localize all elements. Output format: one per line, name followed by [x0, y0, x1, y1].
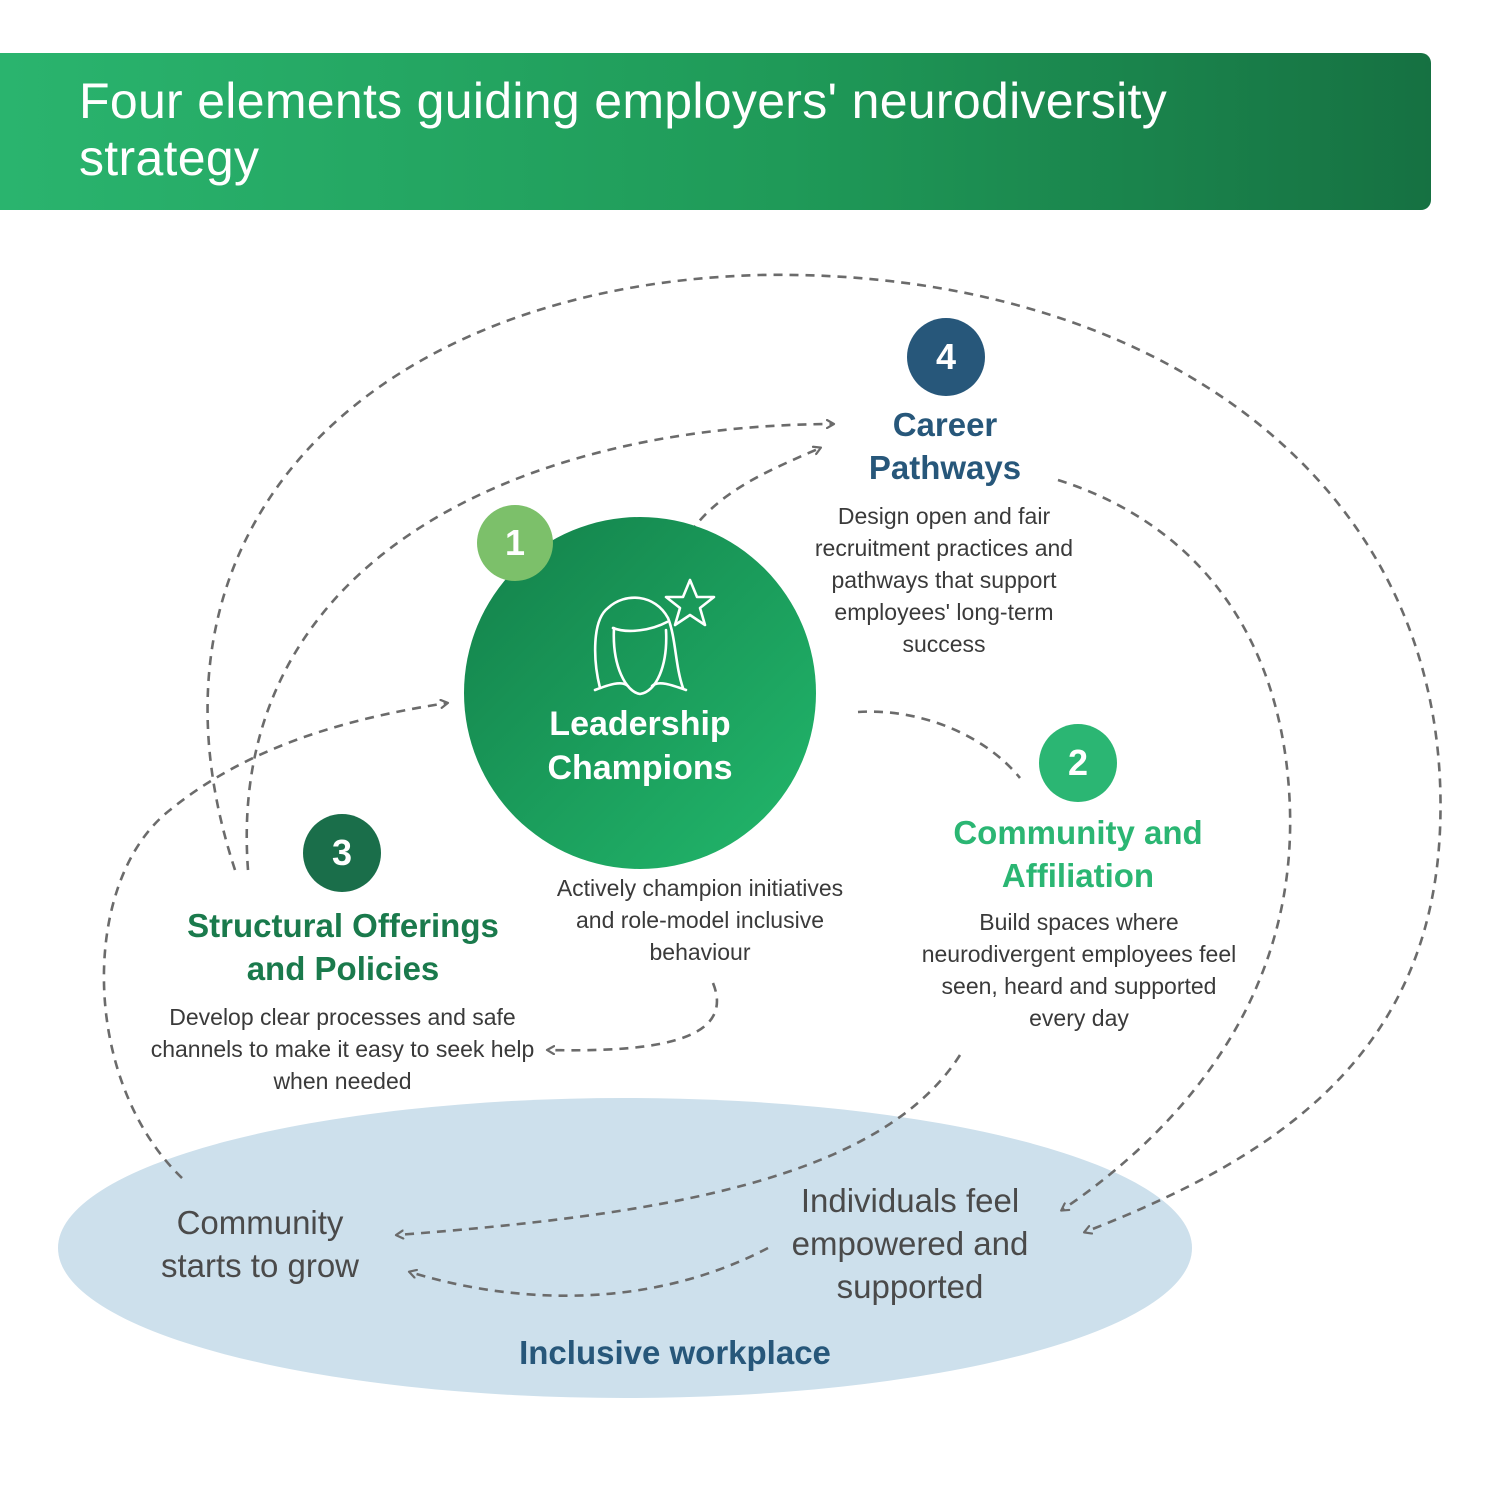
title-banner	[0, 53, 1431, 210]
badge-3-circle	[303, 814, 381, 892]
badge-4-number: 4	[935, 336, 957, 377]
badge-4-circle	[907, 318, 985, 396]
leadership-description: Actively champion initiatives and role-m…	[556, 875, 844, 965]
arrow-career-to-individuals	[1057, 478, 1292, 1210]
structural-description: Develop clear processes and safe channel…	[150, 1004, 535, 1094]
outcome-individuals-empowered: Individuals feel empowered and supported	[791, 1182, 1029, 1305]
badge-1-number: 1	[504, 522, 526, 563]
arrow-leadership-to-structural	[548, 982, 719, 1050]
badge-1-circle	[477, 505, 553, 581]
structural-title: Structural Offerings and Policies	[187, 907, 499, 987]
arrow-community-to-community-grow	[397, 1054, 962, 1235]
badge-2-circle	[1039, 724, 1117, 802]
inclusive-workplace-label: Inclusive workplace	[519, 1334, 831, 1371]
community-description: Build spaces where neurodivergent employ…	[921, 909, 1237, 1031]
page-title: Four elements guiding employers' neurodi…	[79, 73, 1168, 186]
career-title: Career Pathways	[868, 406, 1022, 486]
arrow-leadership-to-career	[688, 448, 820, 534]
leadership-title: Leadership Champions	[547, 705, 733, 787]
arrow-outer-loop	[206, 273, 1442, 1232]
badge-3-number: 3	[331, 832, 353, 873]
leader-with-star-icon	[593, 578, 716, 696]
arrow-leadership-to-community	[857, 710, 1022, 779]
career-description: Design open and fair recruitment practic…	[814, 503, 1074, 657]
arrow-individuals-to-community-grow	[410, 1246, 769, 1297]
community-title: Community and Affiliation	[953, 814, 1203, 894]
arrow-community-grow-to-leadership	[102, 703, 447, 1179]
outcome-community-grow: Community starts to grow	[160, 1204, 360, 1284]
badge-2-number: 2	[1067, 742, 1089, 783]
inclusive-workplace-ellipse	[58, 1098, 1192, 1398]
